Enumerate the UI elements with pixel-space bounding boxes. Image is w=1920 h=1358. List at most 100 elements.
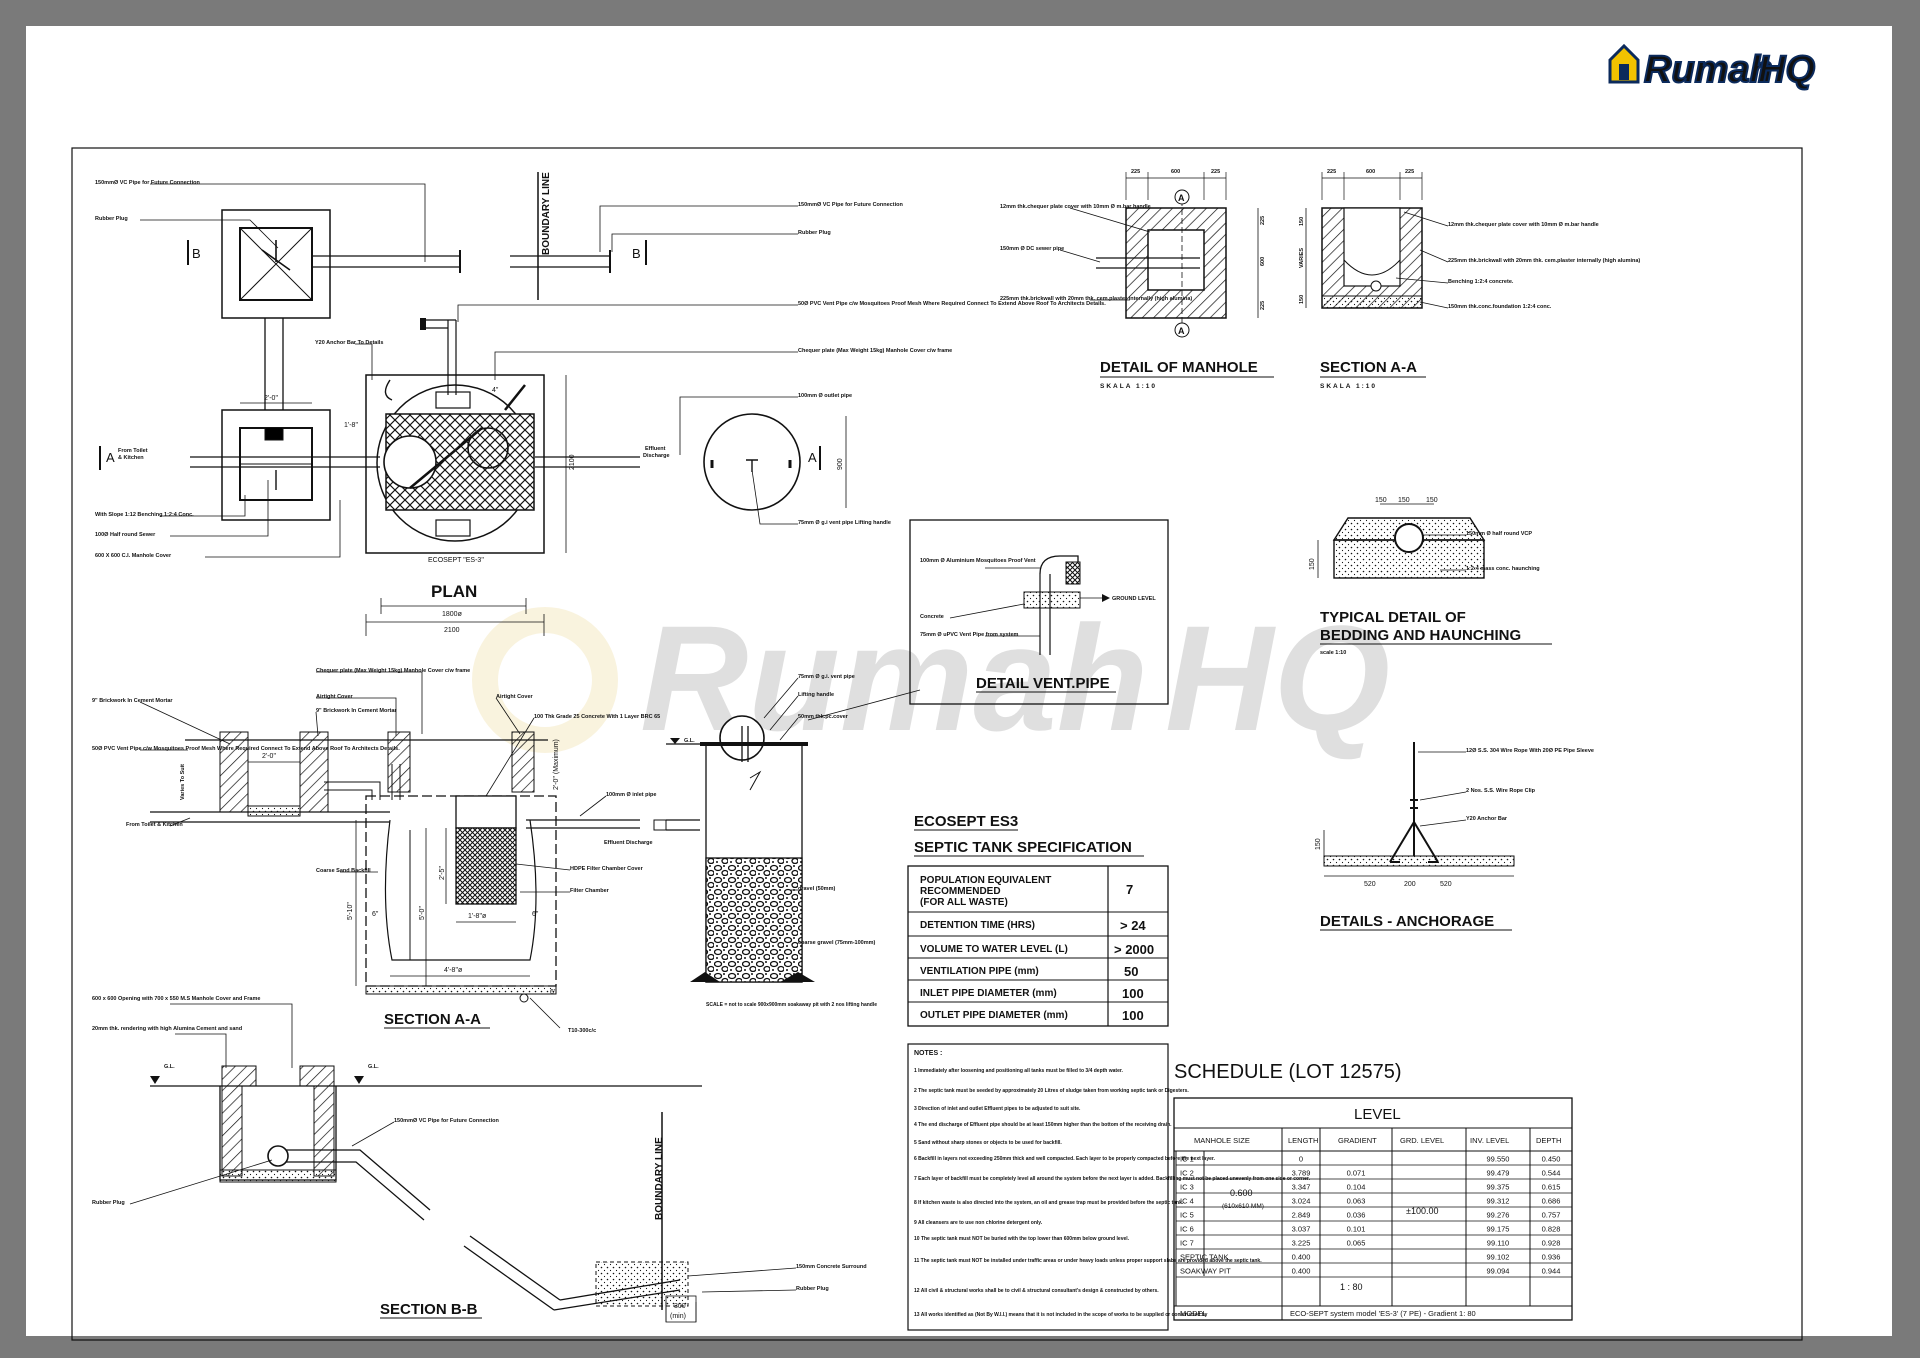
drawing-frame — [71, 147, 1803, 1341]
svg-text:5'-10": 5'-10" — [347, 902, 354, 920]
schedule-row-name: SOAKWAY PIT — [1180, 1267, 1231, 1276]
svg-text:50Ø PVC Vent Pipe c/w Mosquito: 50Ø PVC Vent Pipe c/w Mosquitoes Proof M… — [798, 301, 1106, 307]
svg-text:12mm thk.chequer plate cover w: 12mm thk.chequer plate cover with 10mm Ø… — [1448, 222, 1599, 228]
svg-text:9 All cleansers are to use no: 9 All cleansers are to use non chlorine … — [914, 1220, 1043, 1226]
svg-text:GRADIENT: GRADIENT — [1338, 1136, 1377, 1145]
svg-text:(610x610 MM): (610x610 MM) — [1222, 1203, 1264, 1210]
svg-text:13 All works identified as (No: 13 All works identified as (Not By W.I.I… — [914, 1312, 1208, 1318]
plan-title: PLAN — [431, 582, 477, 601]
schedule-row-gradient: 0.101 — [1347, 1225, 1366, 1234]
svg-text:150: 150 — [1375, 497, 1387, 504]
svg-text:Effluent Discharge: Effluent Discharge — [604, 840, 653, 846]
svg-text:gravel (50mm): gravel (50mm) — [798, 886, 835, 892]
svg-text:6 Backfill in layers not exce: 6 Backfill in layers not exceeding 250mm… — [914, 1156, 1216, 1162]
svg-text:600: 600 — [1260, 257, 1266, 266]
plan-dim-900: 900 — [837, 458, 844, 470]
schedule-row-inv: 99.094 — [1487, 1267, 1510, 1276]
svg-text:5 Sand without sharp stones o: 5 Sand without sharp stones or objects t… — [914, 1140, 1062, 1146]
schedule-row-name: IC 1 — [1180, 1155, 1194, 1164]
section-aa-main: T10-300c/c 2'-0" 2'-0" (Maximum) 2'-5" 5… — [92, 668, 660, 1034]
svg-text:2'-0" (Maximum): 2'-0" (Maximum) — [553, 739, 560, 790]
spec-value-volume: > 2000 — [1114, 942, 1154, 957]
schedule-row-inv: 99.276 — [1487, 1211, 1510, 1220]
svg-text:1 : 80: 1 : 80 — [1340, 1282, 1363, 1292]
svg-text:150mmØ VC Pipe for Future Conn: 150mmØ VC Pipe for Future Connection — [95, 180, 200, 186]
spec-value-outlet: 100 — [1122, 1008, 1144, 1023]
soakaway-note: SCALE = not to scale 900x900mm soakaway … — [706, 1002, 877, 1008]
section-aa-small-title: SECTION A-A — [1320, 359, 1417, 376]
svg-text:520: 520 — [1440, 881, 1452, 888]
plan-leaders-right: 150mmØ VC Pipe for Future Connection Rub… — [457, 202, 1106, 526]
svg-text:GRD. LEVEL: GRD. LEVEL — [1400, 1136, 1444, 1145]
svg-text:With Slope 1:12 Benching 1:2:4: With Slope 1:12 Benching 1:2:4 Conc. — [95, 512, 194, 518]
section-aa-main-title: SECTION A-A — [384, 1011, 481, 1028]
from-toilet-label: From Toilet — [118, 448, 148, 454]
svg-text:Rubber Plug: Rubber Plug — [798, 230, 831, 236]
plan-effluent-label: Effluent — [645, 446, 666, 452]
svg-text:100mm Ø outlet pipe: 100mm Ø outlet pipe — [798, 393, 852, 399]
schedule-row-inv: 99.102 — [1487, 1253, 1510, 1262]
svg-text:Discharge: Discharge — [643, 453, 670, 459]
schedule-row-inv: 99.479 — [1487, 1169, 1510, 1178]
svg-text:GROUND LEVEL: GROUND LEVEL — [1112, 596, 1156, 602]
schedule-row-length: 0.400 — [1292, 1267, 1311, 1276]
schedule-row-gradient: 0.104 — [1347, 1183, 1366, 1192]
svg-text:Coarse Sand Backfill: Coarse Sand Backfill — [316, 868, 371, 874]
schedule-row-length: 2.849 — [1292, 1211, 1311, 1220]
schedule-row-depth: 0.757 — [1542, 1211, 1561, 1220]
svg-text:RECOMMENDED: RECOMMENDED — [920, 886, 1001, 897]
svg-text:2'-5": 2'-5" — [439, 866, 446, 880]
svg-text:8 If kitchen waste is also di: 8 If kitchen waste is also directed into… — [914, 1200, 1184, 1206]
svg-text:12 All civil & structural work: 12 All civil & structural works shall be… — [914, 1288, 1159, 1294]
svg-text:DEPTH: DEPTH — [1536, 1136, 1561, 1145]
schedule-row-name: IC 2 — [1180, 1169, 1194, 1178]
section-a-mark-right: A — [808, 450, 817, 465]
svg-text:Rubber Plug: Rubber Plug — [95, 216, 128, 222]
svg-text:4 The end discharge of Efflue: 4 The end discharge of Effluent pipe sho… — [914, 1122, 1172, 1128]
paper — [26, 26, 1892, 1336]
svg-text:0.600: 0.600 — [1230, 1188, 1253, 1198]
svg-text:150: 150 — [1315, 838, 1322, 850]
soakaway-section: G.L. 75mm Ø g.i. vent pipe Lifting handl… — [653, 674, 921, 1008]
schedule-row-name: IC 3 — [1180, 1183, 1194, 1192]
svg-text:50Ø PVC Vent Pipe c/w Mosquito: 50Ø PVC Vent Pipe c/w Mosquitoes Proof M… — [92, 746, 400, 752]
svg-text:150mm thk.conc.foundation 1:2:: 150mm thk.conc.foundation 1:2:4 conc. — [1448, 304, 1552, 310]
manhole-detail: A A 225 600 225 225 600 225 12mm thk.che… — [1000, 169, 1274, 390]
svg-text:600: 600 — [1366, 169, 1375, 175]
svg-text:150: 150 — [1398, 497, 1410, 504]
manhole-title: DETAIL OF MANHOLE — [1100, 359, 1258, 376]
plan-dim-1800: 1800ø — [442, 611, 463, 618]
svg-text:100 Thk Grade 25 Concrete With: 100 Thk Grade 25 Concrete With 1 Layer B… — [534, 714, 660, 720]
section-a-mark-left: A — [106, 450, 115, 465]
svg-text:VOLUME TO WATER LEVEL (L): VOLUME TO WATER LEVEL (L) — [920, 944, 1068, 955]
schedule-row-gradient: 0.063 — [1347, 1197, 1366, 1206]
svg-text:INV. LEVEL: INV. LEVEL — [1470, 1136, 1509, 1145]
schedule-row-length: 3.347 — [1292, 1183, 1311, 1192]
plan-dim-2100: 2100 — [444, 627, 460, 634]
svg-text:Y20 Anchor Bar: Y20 Anchor Bar — [1466, 816, 1508, 822]
svg-text:HDPE Filter Chamber Cover: HDPE Filter Chamber Cover — [570, 866, 644, 872]
anchorage-title: DETAILS - ANCHORAGE — [1320, 913, 1494, 930]
svg-text:10 The septic tank must NOT be: 10 The septic tank must NOT be buried wi… — [914, 1236, 1130, 1242]
schedule-row-depth: 0.615 — [1542, 1183, 1561, 1192]
svg-text:Rubber Plug: Rubber Plug — [796, 1286, 829, 1292]
svg-text:6": 6" — [372, 911, 379, 918]
spec-value-pe: 7 — [1126, 882, 1133, 897]
bedding-detail: 150 150 150 150 150mm Ø half round VCP 1… — [1309, 497, 1552, 656]
svg-text:4'-8"ø: 4'-8"ø — [444, 967, 463, 974]
svg-text:Lifting handle: Lifting handle — [798, 692, 834, 698]
svg-text:OUTLET PIPE DIAMETER (mm): OUTLET PIPE DIAMETER (mm) — [920, 1010, 1068, 1021]
svg-text:(min): (min) — [670, 1313, 686, 1320]
svg-text:9" Brickwork In Cement Mortar: 9" Brickwork In Cement Mortar — [316, 708, 397, 714]
schedule-row-name: IC 4 — [1180, 1197, 1194, 1206]
svg-text:150: 150 — [1309, 558, 1316, 570]
svg-text:From Toilet & Kitchen: From Toilet & Kitchen — [126, 822, 183, 828]
svg-text:Y20 Anchor Bar To Details: Y20 Anchor Bar To Details — [315, 340, 383, 346]
schedule-row-length: 3.037 — [1292, 1225, 1311, 1234]
svg-text:225mm thk.brickwall with 20mm: 225mm thk.brickwall with 20mm thk. cem.p… — [1448, 258, 1640, 264]
plan-dim-2-0: 2'-0" — [264, 395, 278, 402]
svg-text:300: 300 — [674, 1303, 686, 1310]
svg-text:20mm thk. rendering with high: 20mm thk. rendering with high Alumina Ce… — [92, 1026, 242, 1032]
schedule-row-name: IC 7 — [1180, 1239, 1194, 1248]
